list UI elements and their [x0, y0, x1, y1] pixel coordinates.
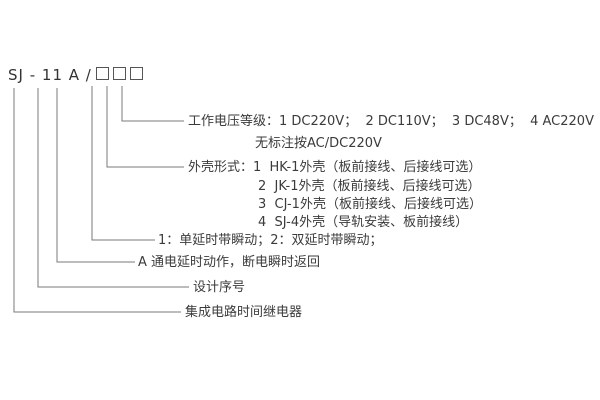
model-placeholder-box-2: [112, 67, 126, 80]
connector-design-serial: [37, 88, 189, 288]
connector-product-name: [13, 88, 181, 313]
connector-case: [106, 86, 184, 168]
delay-type-label: 1：单延时带瞬动；2：双延时带瞬动；: [158, 233, 383, 248]
case-type-option-4: 4 SJ-4外壳（导轨安装、板前接线）: [258, 215, 469, 230]
action-mode-label: A 通电延时动作，断电瞬时返回: [138, 255, 321, 270]
design-serial-label: 设计序号: [193, 280, 246, 295]
case-type-option-3: 3 CJ-1外壳（板前接线、后接线可选）: [258, 197, 482, 212]
connector-voltage: [121, 86, 184, 122]
case-type-label: 外壳形式：1 HK-1外壳（板前接线、后接线可选）: [188, 160, 482, 175]
voltage-default-note: 无标注按AC/DC220V: [255, 136, 382, 151]
model-prefix: SJ - 11 A /: [8, 66, 92, 84]
model-designation: SJ - 11 A /: [8, 66, 143, 84]
product-name-label: 集成电路时间继电器: [185, 305, 303, 320]
voltage-grade-label: 工作电压等级：1 DC220V； 2 DC110V； 3 DC48V； 4 AC…: [188, 114, 594, 129]
connector-delay-type: [91, 86, 155, 241]
model-placeholder-box-1: [95, 67, 109, 80]
case-type-option-2: 2 JK-1外壳（板前接线、后接线可选）: [258, 179, 481, 194]
connector-action-mode: [56, 88, 135, 263]
model-placeholder-box-3: [129, 67, 143, 80]
